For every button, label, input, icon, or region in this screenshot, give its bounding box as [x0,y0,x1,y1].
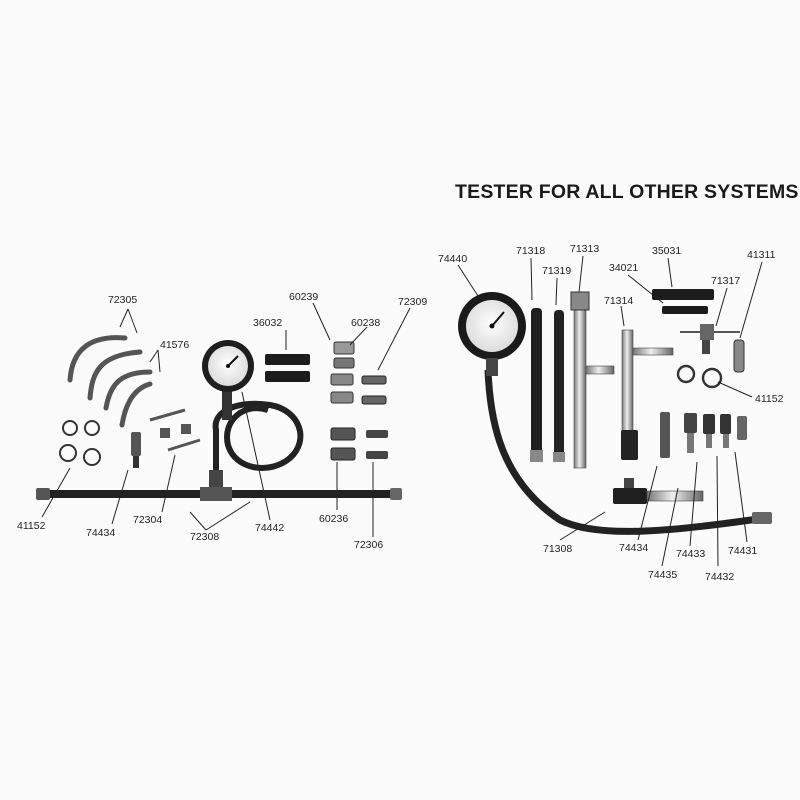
fitting-72306-icon [366,430,388,459]
bent-tube-41576-icon [103,369,153,428]
part-label-74435: 74435 [648,569,678,581]
clamp-41152-icon [59,420,101,466]
tee-adapter-71313-icon [570,291,615,469]
tee-adapter-71314-icon [621,329,674,460]
part-label-71317: 71317 [711,275,741,287]
part-label-60236: 60236 [319,513,349,525]
part-label-71318: 71318 [516,245,546,257]
part-label-36032: 36032 [253,317,283,329]
part-label-41311: 41311 [747,249,776,261]
part-label-41576: 41576 [160,339,190,351]
part-label-71308: 71308 [543,543,573,555]
adapter-60238-icon [330,341,355,404]
part-label-71313: 71313 [570,243,600,255]
clamp-41152-right-icon [676,364,723,389]
leader-lines-left [41,302,411,537]
part-label-60238: 60238 [351,317,381,329]
left-kit [36,302,411,537]
adapter-35031-icon [652,289,714,314]
fitting-72304-icon [149,408,201,452]
part-label-74434-right: 74434 [619,542,649,554]
hose-71319-icon [553,310,565,462]
gauge-74442-icon [202,340,254,420]
part-label-72306: 72306 [354,539,384,551]
part-label-72309: 72309 [398,296,428,308]
part-label-74442: 74442 [255,522,285,534]
tee-fitting-icon [200,470,232,501]
part-label-41152: 41152 [17,520,46,532]
adapter-74435-icon [613,478,704,504]
part-label-74434: 74434 [86,527,116,539]
part-label-71319: 71319 [542,265,572,277]
fitting-72309-icon [361,375,387,405]
coiled-hose-icon [212,400,304,471]
fittings-row-icon [660,412,747,458]
part-label-35031: 35031 [652,245,682,257]
fitting-41311-icon [733,339,745,373]
part-label-72308: 72308 [190,531,220,543]
part-label-72304: 72304 [133,514,163,526]
part-label-74440: 74440 [438,253,468,265]
part-label-72305: 72305 [108,294,138,306]
part-label-71314: 71314 [604,295,634,307]
fitting-60236-icon [330,427,356,461]
page-title: TESTER FOR ALL OTHER SYSTEMS [455,181,799,203]
fitting-71317-icon [680,324,740,354]
part-label-74433: 74433 [676,548,706,560]
fitting-74434-icon [131,432,141,468]
right-kit [457,255,772,567]
bent-tube-72305-icon [67,335,143,401]
part-label-74432: 74432 [705,571,735,583]
hose-71318-icon [530,308,543,462]
part-label-74431: 74431 [728,545,758,557]
part-label-60239: 60239 [289,291,319,303]
gauge-74440-icon [458,292,526,376]
hose-71308-icon [484,369,766,535]
part-label-41152-right: 41152 [755,393,784,405]
leader-lines-right [457,255,763,567]
adapter-36032-icon [265,354,310,382]
part-label-34021: 34021 [609,262,639,274]
hose-end-fitting-icon [752,512,772,524]
